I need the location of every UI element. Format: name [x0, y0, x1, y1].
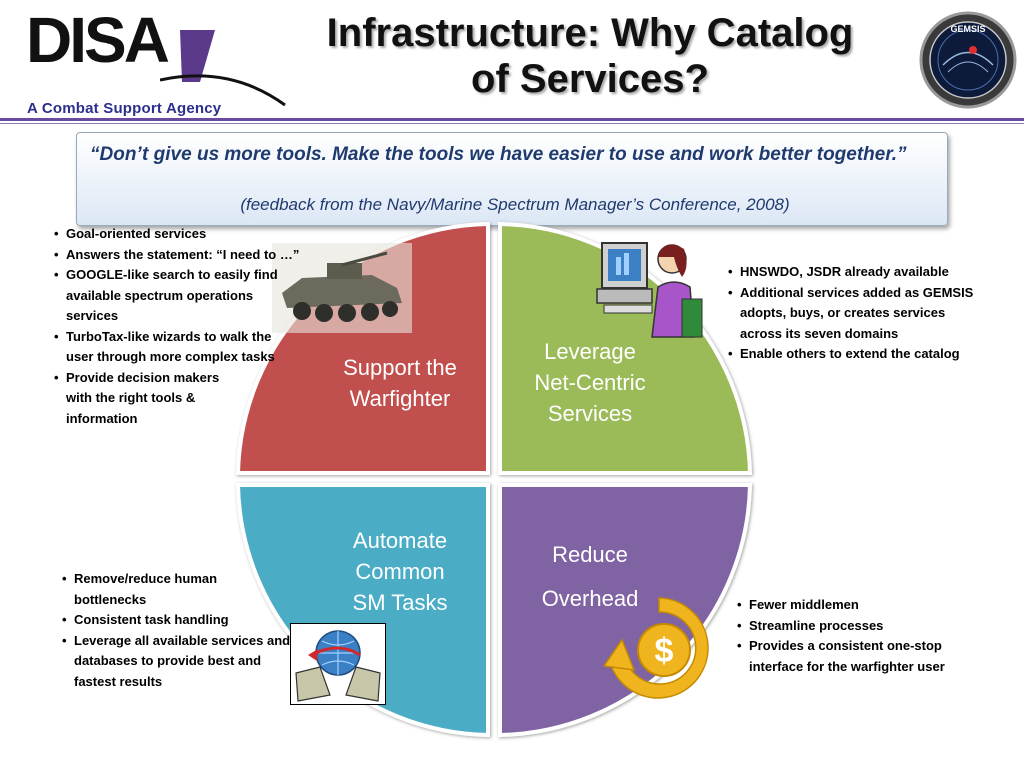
page-title: Infrastructure: Why Catalog of Services? [326, 11, 854, 101]
data-exchange-icon [290, 623, 386, 705]
logo-swoosh [160, 30, 286, 107]
list-item: Answers the statement: “I need to …” [54, 245, 320, 266]
computer-user-icon [596, 242, 703, 338]
disa-logo: DISA [26, 4, 170, 76]
bullets-automate-tasks: Remove/reduce human bottlenecks Consiste… [62, 569, 292, 692]
list-item: HNSWDO, JSDR already available [728, 262, 1000, 283]
quote-text: “Don’t give us more tools. Make the tool… [90, 144, 907, 165]
list-item: Fewer middlemen [737, 595, 987, 616]
dollar-icon: $ [604, 597, 709, 699]
bullets-support-warfighter: Goal-oriented services Answers the state… [54, 224, 320, 429]
quote-attribution: (feedback from the Navy/Marine Spectrum … [240, 195, 790, 214]
list-item: TurboTax-like wizards to walk the user t… [54, 327, 281, 368]
list-item: Additional services added as GEMSIS adop… [728, 283, 980, 345]
label-support-warfighter: Support the Warfighter [343, 355, 457, 411]
list-item: Leverage all available services and data… [62, 631, 292, 693]
svg-text:$: $ [655, 632, 674, 670]
list-item: Goal-oriented services [54, 224, 320, 245]
list-item: Streamline processes [737, 616, 987, 637]
list-item: Consistent task handling [62, 610, 292, 631]
list-item: Enable others to extend the catalog [728, 344, 1000, 365]
list-item: GOOGLE-like search to easily find availa… [54, 265, 281, 327]
bullets-reduce-overhead: Fewer middlemen Streamline processes Pro… [737, 595, 987, 677]
label-leverage-services: Leverage Net-Centric Services [534, 339, 646, 426]
list-item: Provide decision makers with the right t… [54, 368, 246, 430]
list-item: Remove/reduce human bottlenecks [62, 569, 254, 610]
header-divider [0, 118, 1024, 121]
gemsis-seal-icon: GEMSIS [919, 11, 1017, 109]
seal-text: GEMSIS [950, 24, 985, 34]
agency-tagline: A Combat Support Agency [27, 100, 222, 117]
list-item: Provides a consistent one-stop interface… [737, 636, 987, 677]
bullets-leverage-services: HNSWDO, JSDR already available Additiona… [728, 262, 1000, 365]
label-automate-tasks: Automate Common SM Tasks [352, 528, 448, 615]
header-divider-thin [0, 123, 1024, 124]
label-reduce-overhead: Reduce Overhead [541, 542, 639, 611]
